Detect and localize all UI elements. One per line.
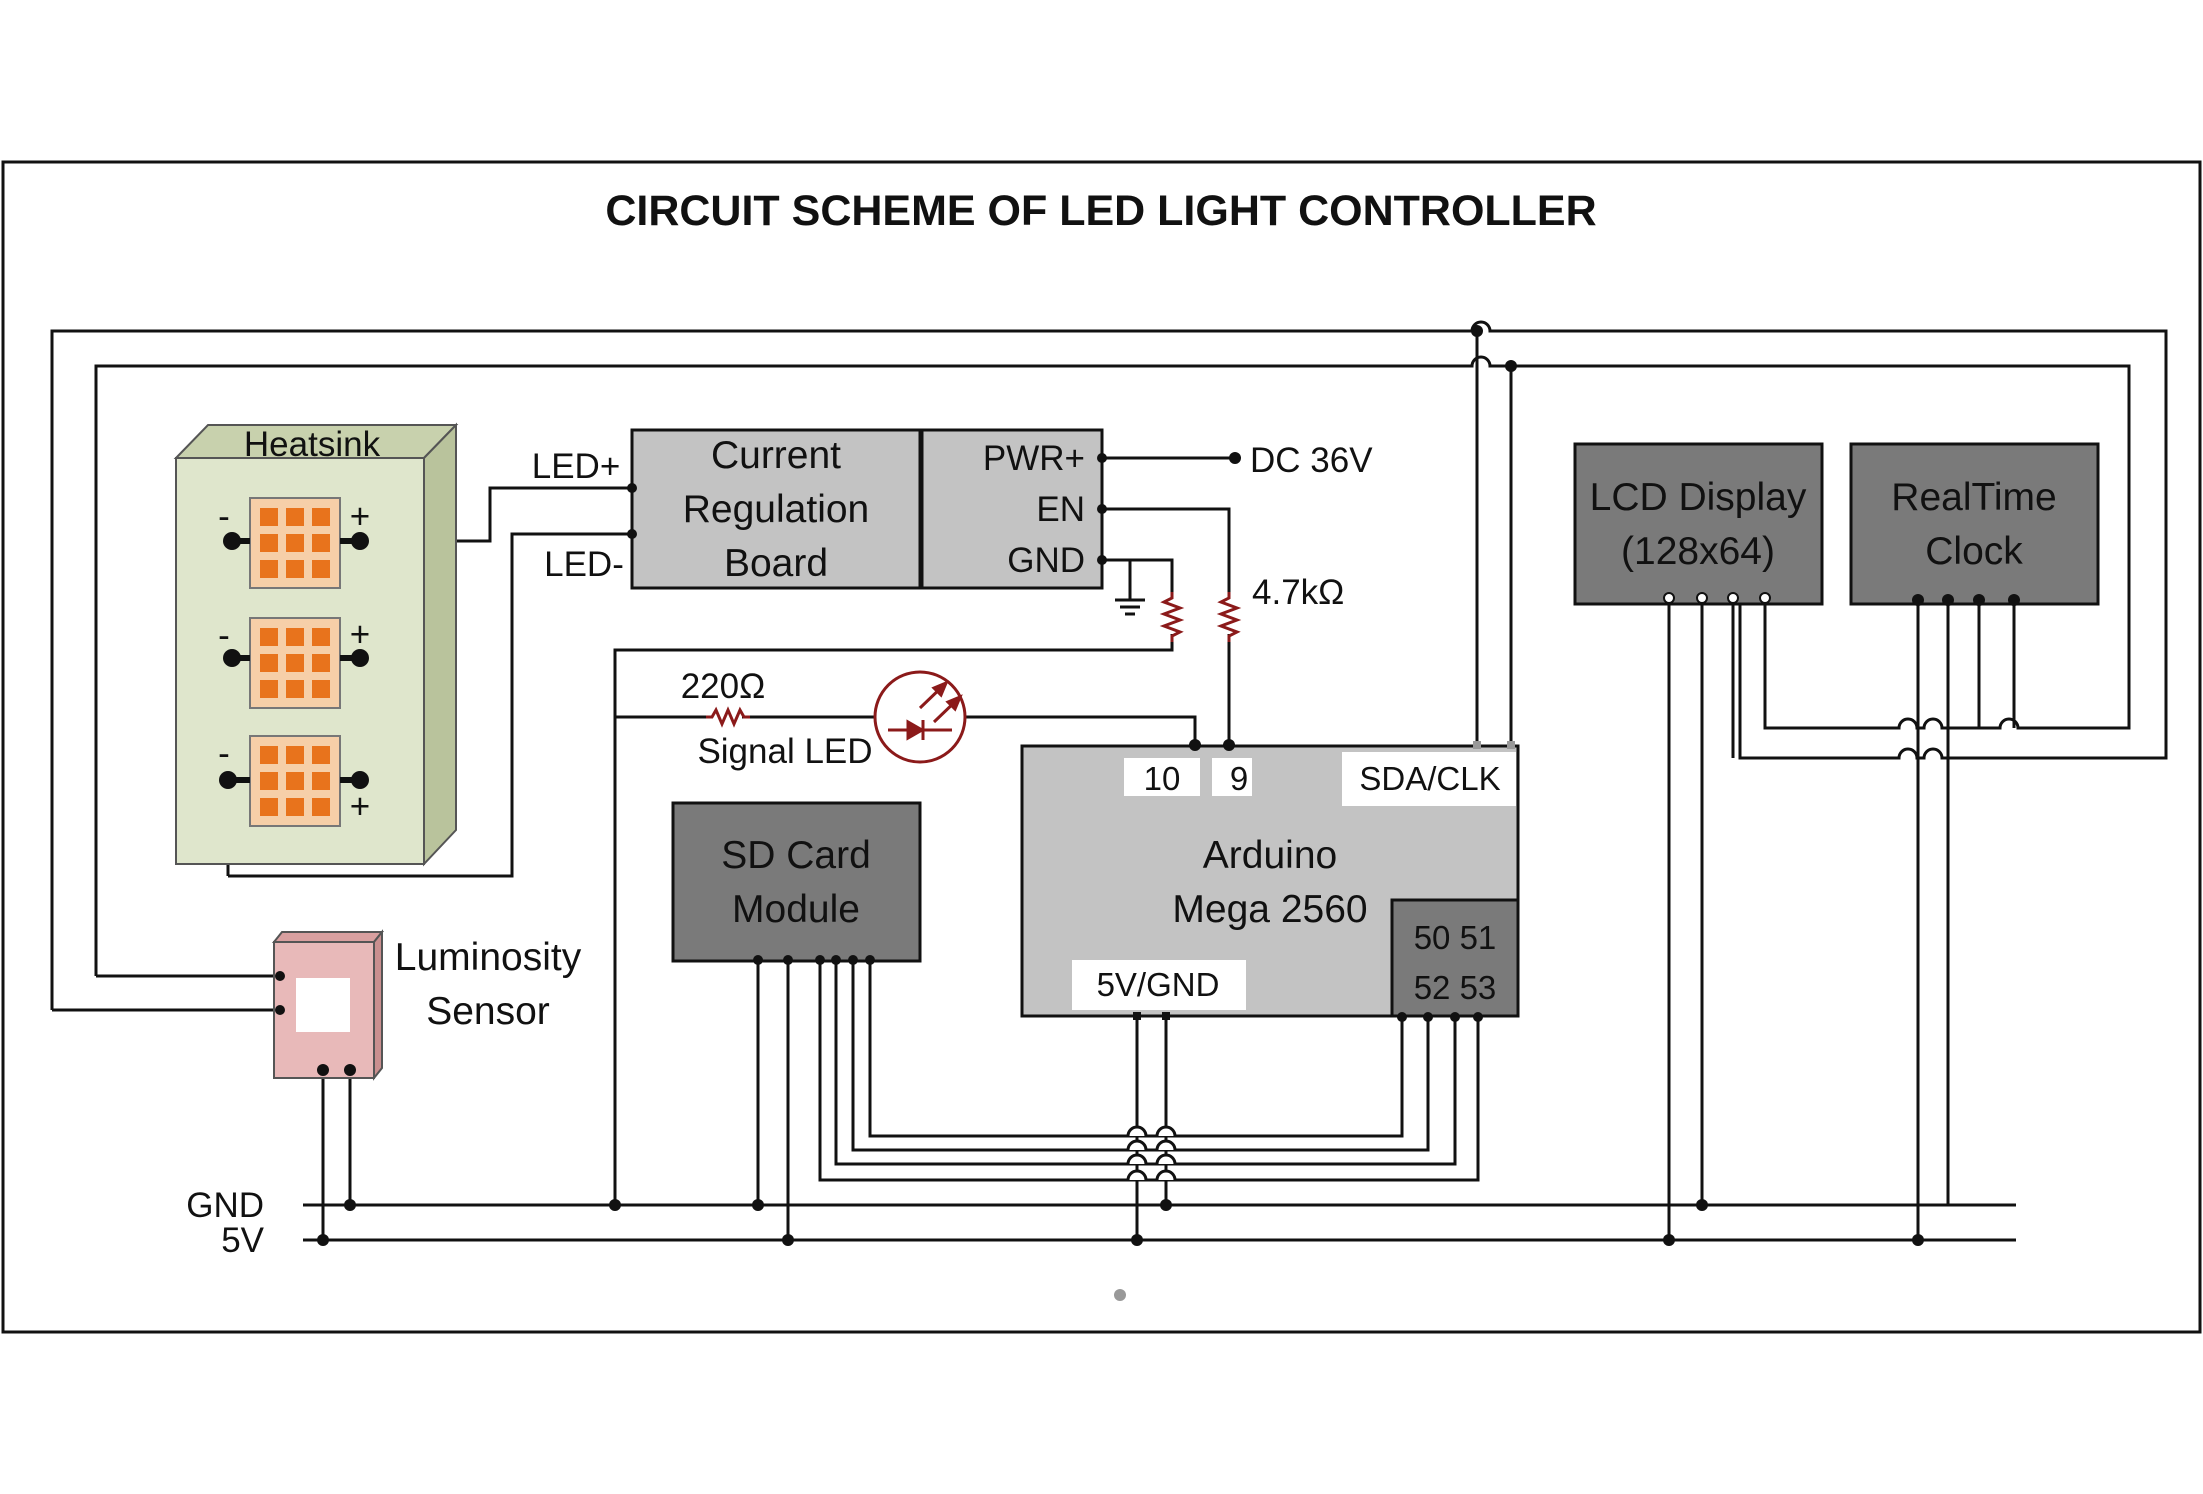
pin-en: EN xyxy=(1036,490,1085,529)
led-terminal-dots xyxy=(219,532,369,789)
led-module-2 xyxy=(249,617,341,709)
resistor-220-label: 220Ω xyxy=(681,667,766,706)
wire-sensor-inner xyxy=(94,355,2131,976)
svg-text:Luminosity: Luminosity xyxy=(395,936,582,979)
wires xyxy=(50,320,2168,1242)
led-module-3 xyxy=(249,735,341,827)
resistor-gnd-zigzag xyxy=(1159,592,1185,642)
svg-text:Board: Board xyxy=(724,542,828,585)
ground-symbol xyxy=(1115,598,1145,616)
wire-sd-3 xyxy=(818,960,1480,1182)
dc36v-label: DC 36V xyxy=(1250,441,1373,480)
led-plus-label: LED+ xyxy=(532,447,621,486)
sda-clk-label: SDA/CLK xyxy=(1359,760,1500,797)
svg-text:Regulation: Regulation xyxy=(683,488,869,531)
wire-led-minus xyxy=(228,532,632,878)
v5-rail-label: 5V xyxy=(221,1221,264,1260)
arduino-mega: 10 9 SDA/CLK 5V/GND Arduino Mega 2560 50… xyxy=(1020,744,1520,1018)
gnd-rail-label: GND xyxy=(186,1186,264,1225)
wire-en xyxy=(1102,507,1231,745)
led-module-1 xyxy=(249,497,341,589)
svg-text:Clock: Clock xyxy=(1925,530,2023,573)
svg-text:Current: Current xyxy=(711,434,841,477)
svg-text:-: - xyxy=(218,734,230,773)
svg-text:SD Card: SD Card xyxy=(721,834,871,877)
svg-text:50 51: 50 51 xyxy=(1414,919,1497,956)
svg-text:(128x64): (128x64) xyxy=(1621,530,1775,573)
diagram-title: CIRCUIT SCHEME OF LED LIGHT CONTROLLER xyxy=(605,187,1596,235)
wire-sensor-outer xyxy=(50,320,2168,1010)
svg-text:Arduino: Arduino xyxy=(1203,834,1337,877)
svg-text:-: - xyxy=(218,497,230,536)
arduino-bus-pins xyxy=(1133,741,1515,1020)
lcd-display: LCD Display (128x64) xyxy=(1573,442,1824,606)
junction-dots xyxy=(275,325,2020,1246)
svg-text:-: - xyxy=(218,616,230,655)
svg-text:+: + xyxy=(350,615,370,654)
heatsink-label: Heatsink xyxy=(244,425,381,464)
resistor-220-zigzag xyxy=(706,706,750,728)
svg-text:Module: Module xyxy=(732,888,860,931)
v5-gnd-label: 5V/GND xyxy=(1097,966,1220,1003)
wires-lcd-i2c xyxy=(1731,603,1767,758)
svg-text:LCD Display: LCD Display xyxy=(1590,476,1807,519)
page-indicator-dot xyxy=(1114,1289,1126,1301)
pin-10-label: 10 xyxy=(1144,760,1181,797)
svg-text:Mega 2560: Mega 2560 xyxy=(1172,888,1367,931)
sd-card-module: SD Card Module xyxy=(671,801,922,963)
resistor-4k7-zigzag xyxy=(1216,592,1242,642)
svg-text:Sensor: Sensor xyxy=(426,990,550,1033)
signal-led-symbol xyxy=(873,670,967,764)
pin-9-label: 9 xyxy=(1230,760,1248,797)
realtime-clock: RealTime Clock xyxy=(1849,442,2100,606)
led-polarity-labels: - + - + - + xyxy=(218,497,370,826)
wire-crossovers xyxy=(1126,1125,1177,1181)
signal-led-label: Signal LED xyxy=(697,732,872,771)
resistor-4k7-label: 4.7kΩ xyxy=(1252,573,1344,612)
current-regulation-board: Current Regulation Board PWR+ EN GND xyxy=(630,428,1104,590)
svg-text:RealTime: RealTime xyxy=(1891,476,2056,519)
pin-pwr-plus: PWR+ xyxy=(983,439,1085,478)
svg-text:+: + xyxy=(350,497,370,536)
pin-gnd: GND xyxy=(1007,541,1085,580)
spi-pin-block xyxy=(1390,898,1520,1018)
luminosity-sensor: Luminosity Sensor xyxy=(271,929,582,1081)
wire-gnd-board xyxy=(613,558,1174,1205)
wire-signal-led xyxy=(615,715,1197,745)
svg-text:+: + xyxy=(350,787,370,826)
svg-text:52 53: 52 53 xyxy=(1414,969,1497,1006)
led-minus-label: LED- xyxy=(544,545,624,584)
